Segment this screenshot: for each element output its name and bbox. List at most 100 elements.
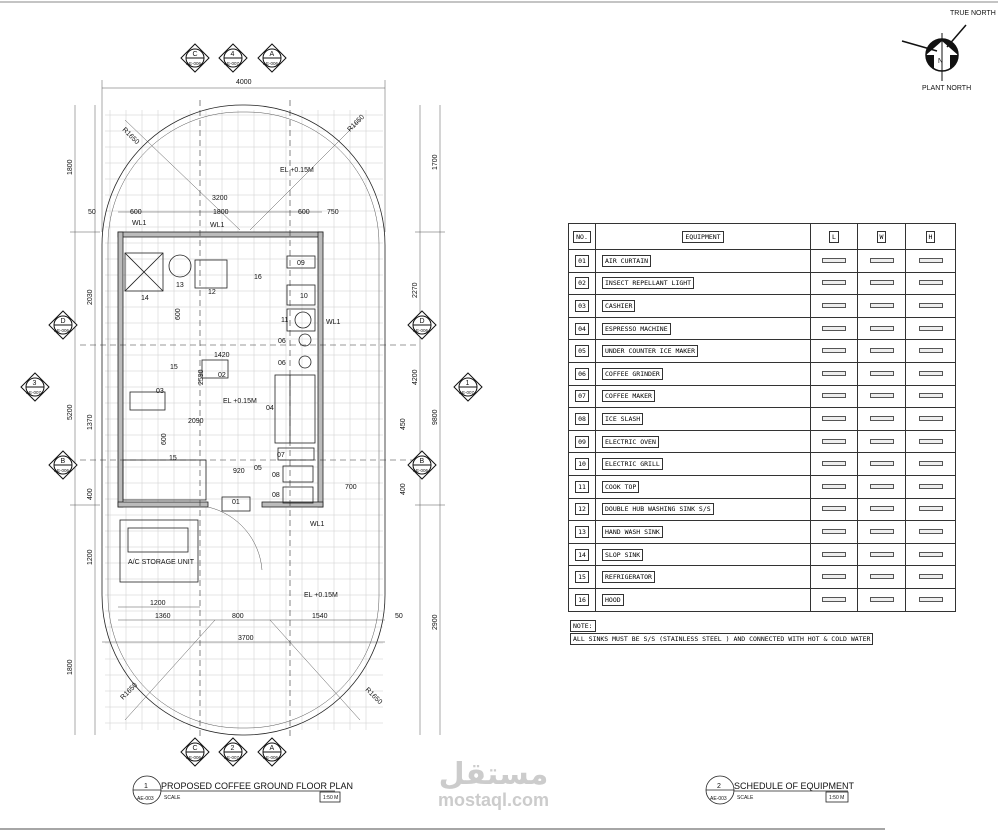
section-marker: D AE-006 <box>407 310 437 340</box>
dim-text: 2270 <box>412 282 419 298</box>
equipment <box>119 252 316 583</box>
level-marker: EL +0.15M <box>223 398 257 405</box>
row-equipment-name: COOK TOP <box>602 480 640 493</box>
dim-text: 600 <box>130 209 142 216</box>
section-marker: 4 AE-007 <box>218 43 248 73</box>
section-letter: B <box>420 458 425 465</box>
section-letter: B <box>61 458 66 465</box>
north-arrow: N TRUE NORTH PLANT NORTH <box>901 10 996 92</box>
dimension-placeholder <box>822 415 846 421</box>
dimension-placeholder <box>869 393 894 399</box>
equipment-tag: 08 <box>272 492 280 499</box>
table-row: 15 REFRIGERATOR <box>568 565 956 589</box>
dim-text: 700 <box>345 484 357 491</box>
section-marker: 3 AE-007 <box>20 372 50 402</box>
equipment-tag: 14 <box>141 295 149 302</box>
row-equipment-name: AIR CURTAIN <box>602 254 652 267</box>
section-letter: D <box>61 318 66 325</box>
dimension-placeholder <box>918 348 943 354</box>
dim-text: 450 <box>400 418 407 430</box>
header-h: H <box>925 230 936 243</box>
row-number: 10 <box>575 458 589 471</box>
scale-value: 1:50 M <box>323 795 338 801</box>
dimension-placeholder <box>822 280 846 286</box>
row-equipment-name: UNDER COUNTER ICE MAKER <box>602 345 699 358</box>
table-row: 09 ELECTRIC OVEN <box>568 429 956 454</box>
row-number: 06 <box>575 367 589 380</box>
washing-sink <box>194 259 228 289</box>
title-number: 2 <box>717 783 721 790</box>
cashier <box>129 391 166 411</box>
row-number: 16 <box>575 593 589 606</box>
watermark-latin: mostaql.com <box>438 790 550 810</box>
dim-text: 2090 <box>188 418 204 425</box>
dimension-placeholder <box>822 393 846 399</box>
dim-text: 1200 <box>87 549 94 565</box>
dim-text: R1650 <box>121 126 141 146</box>
dimension-placeholder <box>918 280 943 286</box>
slop-sink <box>124 252 164 292</box>
dim-text: 1420 <box>214 352 230 359</box>
dimension-placeholder <box>822 551 846 557</box>
row-equipment-name: CASHIER <box>602 299 636 312</box>
dim-text: 1200 <box>150 600 166 607</box>
table-header: NO. EQUIPMENT L W H <box>568 223 956 250</box>
dimension-placeholder <box>918 370 943 376</box>
note: ALL SINKS MUST BE S/S (STAINLESS STEEL )… <box>570 633 874 645</box>
title-number: 1 <box>144 783 148 790</box>
sheet-ref: AE-003 <box>710 796 727 802</box>
dimension-placeholder <box>869 325 894 331</box>
dimension-placeholder <box>869 415 894 421</box>
scale-value: 1:50 M <box>829 795 844 801</box>
dim-text: 750 <box>327 209 339 216</box>
dimension-placeholder <box>918 302 943 308</box>
dimension-placeholder <box>918 461 943 467</box>
header-equipment: EQUIPMENT <box>682 230 724 243</box>
dim-text: 400 <box>87 488 94 500</box>
section-letter: C <box>193 51 198 58</box>
dimension-placeholder <box>869 302 894 308</box>
dimension-placeholder <box>918 596 943 602</box>
dimension-placeholder <box>918 393 943 399</box>
schedule-title: SCHEDULE OF EQUIPMENT <box>734 781 855 791</box>
dim-text: 800 <box>232 613 244 620</box>
level-marker: EL +0.15M <box>304 592 338 599</box>
dimension-placeholder <box>918 257 943 263</box>
dimension-placeholder <box>918 438 943 444</box>
header-l: L <box>829 230 839 243</box>
dim-text: 1800 <box>67 159 74 175</box>
dimension-placeholder <box>869 348 894 354</box>
section-ref: AE-006 <box>54 328 70 333</box>
dimension-placeholder <box>869 370 894 376</box>
dimension-placeholder <box>869 483 894 489</box>
section-ref: AE-006 <box>413 468 429 473</box>
dim-text: 600 <box>161 433 168 445</box>
electric-oven <box>286 255 316 269</box>
dim-text: 1800 <box>67 659 74 675</box>
section-letter: C <box>193 745 198 752</box>
dim-text: 50 <box>88 209 96 216</box>
north-letter: N <box>938 58 943 65</box>
dim-text: 1800 <box>213 209 229 216</box>
storage-unit <box>119 519 199 583</box>
equipment-tag: 07 <box>277 452 285 459</box>
dim-text: 1700 <box>432 154 439 170</box>
dimension-placeholder <box>822 302 846 308</box>
row-number: 09 <box>575 435 589 448</box>
dim-text: R1650 <box>364 686 384 706</box>
dimension-placeholder <box>822 325 846 331</box>
table-row: 10 ELECTRIC GRILL <box>568 452 956 476</box>
section-ref: AE-006 <box>186 755 202 760</box>
row-number: 02 <box>575 277 589 290</box>
storage-label: A/C STORAGE UNIT <box>128 559 195 566</box>
row-number: 07 <box>575 390 589 403</box>
dim-text: 920 <box>233 468 245 475</box>
section-letter: D <box>420 318 425 325</box>
header-no: NO. <box>573 230 591 243</box>
wall-tag: WL1 <box>132 220 147 227</box>
section-ref: AE-007 <box>26 390 42 395</box>
dimension-placeholder <box>869 506 894 512</box>
row-equipment-name: ESPRESSO MACHINE <box>602 322 671 335</box>
row-equipment-name: SLOP SINK <box>602 548 644 561</box>
